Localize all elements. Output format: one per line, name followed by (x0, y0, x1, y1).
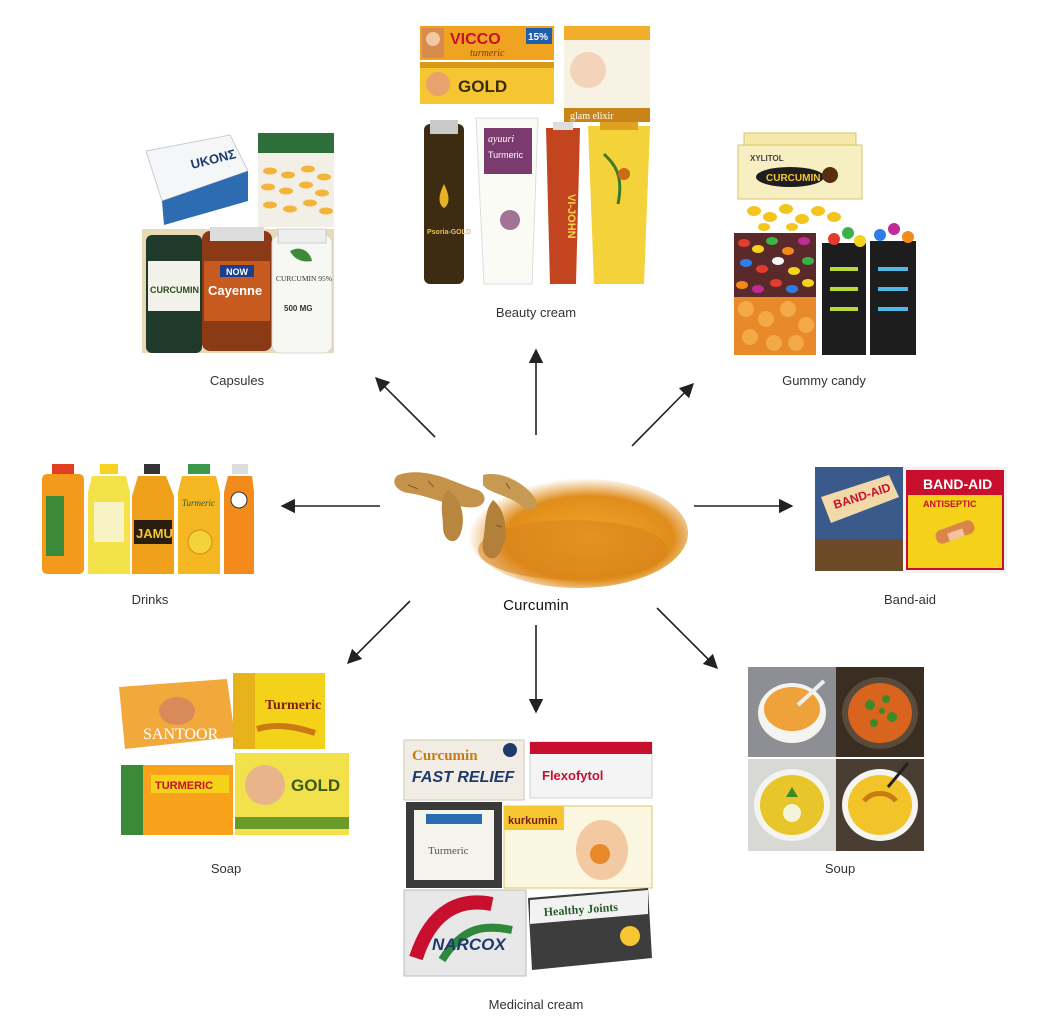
medicinal-cream-label: Medicinal cream (488, 997, 584, 1012)
svg-text:Psoria-GOLD: Psoria-GOLD (427, 229, 471, 236)
svg-text:ANTISEPTIC: ANTISEPTIC (923, 499, 977, 509)
center-label: Curcumin (503, 597, 569, 614)
svg-text:turmeric: turmeric (470, 48, 505, 59)
svg-text:Turmeric: Turmeric (428, 845, 469, 857)
svg-text:NOW: NOW (226, 267, 249, 277)
soap-label: Soap (210, 861, 242, 876)
svg-text:Flexofytol: Flexofytol (542, 768, 603, 783)
arrow-to-soap (346, 600, 411, 665)
soup-collage (748, 667, 924, 851)
arrow-to-capsules (374, 376, 436, 438)
svg-text:CURCUMIN: CURCUMIN (150, 285, 199, 295)
curcumin-center-image (388, 455, 688, 595)
svg-text:BAND-AID: BAND-AID (923, 476, 992, 492)
svg-text:Turmeric: Turmeric (265, 698, 321, 713)
band-aid-collage: BAND-AID BAND-AID ANTISEPTIC (815, 467, 1007, 573)
svg-text:CURCUMIN 95%: CURCUMIN 95% (276, 274, 332, 283)
svg-text:Healthy Joints: Healthy Joints (543, 900, 618, 919)
svg-text:TURMERIC: TURMERIC (155, 780, 213, 792)
drinks-collage: JAMU Turmeric (40, 462, 256, 576)
capsules-collage: UKONΣ CURCUMIN NOW Cayenne CURCUMIN 95% … (140, 131, 336, 355)
svg-text:Turmeric: Turmeric (488, 150, 524, 160)
svg-text:glam elixir: glam elixir (570, 111, 614, 122)
svg-text:NARCOX: NARCOX (432, 935, 507, 954)
svg-text:FAST RELIEF: FAST RELIEF (412, 769, 515, 786)
svg-text:GOLD: GOLD (291, 776, 340, 795)
svg-text:15%: 15% (528, 32, 548, 43)
svg-text:GOLD: GOLD (458, 77, 507, 96)
soup-label: Soup (824, 861, 856, 876)
beauty-cream-collage: VICCO turmeric 15% GOLD glam elixir Psor… (418, 24, 654, 290)
soap-collage: SANTOOR Turmeric TURMERIC GOLD (117, 667, 351, 837)
svg-text:SANTOOR: SANTOOR (143, 726, 219, 743)
svg-text:JAMU: JAMU (136, 526, 173, 541)
svg-text:Cayenne: Cayenne (208, 283, 262, 298)
medicinal-cream-collage: Curcumin FAST RELIEF Flexofytol Turmeric… (402, 738, 654, 978)
vicco-text: VICCO (450, 31, 501, 48)
svg-text:kurkumin: kurkumin (508, 815, 558, 827)
svg-text:VI-JOHN: VI-JOHN (565, 194, 577, 239)
arrow-to-soup (656, 607, 719, 670)
arrow-to-gummy-candy (631, 382, 695, 447)
capsules-label: Capsules (209, 373, 265, 388)
svg-text:XYLITOL: XYLITOL (750, 154, 784, 163)
svg-text:500 MG: 500 MG (284, 304, 312, 313)
gummy-candy-label: Gummy candy (782, 373, 866, 388)
beauty-cream-label: Beauty cream (495, 305, 577, 320)
gummy-candy-collage: XYLITOL CURCUMIN (730, 129, 926, 357)
drinks-label: Drinks (131, 592, 169, 607)
svg-text:CURCUMIN: CURCUMIN (766, 173, 820, 184)
svg-text:ayuuri: ayuuri (488, 134, 514, 145)
svg-text:Curcumin: Curcumin (412, 748, 478, 764)
svg-text:Turmeric: Turmeric (182, 498, 215, 508)
band-aid-label: Band-aid (883, 592, 937, 607)
